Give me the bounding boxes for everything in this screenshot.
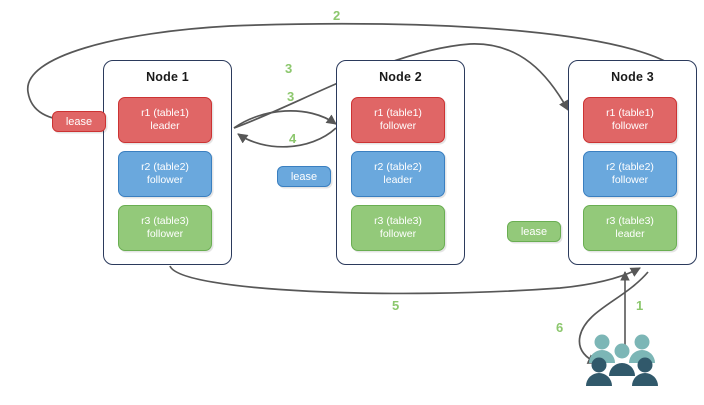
replica-node2-r2[interactable]: r2 (table2) leader bbox=[351, 151, 445, 197]
replica-name: r2 (table2) bbox=[374, 161, 422, 173]
replica-role: follower bbox=[379, 228, 417, 240]
node-title-node2: Node 2 bbox=[379, 70, 422, 84]
replica-name: r3 (table3) bbox=[606, 215, 654, 227]
step-label-3b: 3 bbox=[287, 89, 295, 104]
replica-role: follower bbox=[611, 174, 649, 186]
replica-role: follower bbox=[146, 174, 184, 186]
lease-badge-r3[interactable]: lease bbox=[507, 221, 561, 242]
node-box-node1[interactable]: Node 1 r1 (table1) leader r2 (table2) fo… bbox=[103, 60, 232, 265]
replica-role: follower bbox=[146, 228, 184, 240]
replica-node2-r1[interactable]: r1 (table1) follower bbox=[351, 97, 445, 143]
replica-name: r1 (table1) bbox=[141, 107, 189, 119]
replica-name: r1 (table1) bbox=[606, 107, 654, 119]
node-title-node1: Node 1 bbox=[146, 70, 189, 84]
replica-role: follower bbox=[611, 120, 649, 132]
arrow-step-3b bbox=[233, 110, 337, 129]
replica-role: leader bbox=[150, 120, 180, 132]
replica-node3-r1[interactable]: r1 (table1) follower bbox=[583, 97, 677, 143]
replica-name: r3 (table3) bbox=[374, 215, 422, 227]
replica-name: r3 (table3) bbox=[141, 215, 189, 227]
replica-name: r2 (table2) bbox=[606, 161, 654, 173]
node-box-node2[interactable]: Node 2 r1 (table1) follower r2 (table2) … bbox=[336, 60, 465, 265]
replica-node1-r1[interactable]: r1 (table1) leader bbox=[118, 97, 212, 143]
step-label-4: 4 bbox=[289, 131, 297, 146]
step-label-3a: 3 bbox=[285, 61, 293, 76]
step-label-6: 6 bbox=[556, 320, 564, 335]
step-label-1: 1 bbox=[636, 298, 644, 313]
replica-role: leader bbox=[615, 228, 645, 240]
node-title-node3: Node 3 bbox=[611, 70, 654, 84]
replica-node3-r3[interactable]: r3 (table3) leader bbox=[583, 205, 677, 251]
lease-badge-r2[interactable]: lease bbox=[277, 166, 331, 187]
arrow-step-5 bbox=[169, 265, 641, 295]
step-label-5: 5 bbox=[392, 298, 400, 313]
arrow-step-4 bbox=[237, 127, 337, 148]
replica-node1-r3[interactable]: r3 (table3) follower bbox=[118, 205, 212, 251]
replica-role: leader bbox=[383, 174, 413, 186]
replica-name: r1 (table1) bbox=[374, 107, 422, 119]
replica-role: follower bbox=[379, 120, 417, 132]
node-box-node3[interactable]: Node 3 r1 (table1) follower r2 (table2) … bbox=[568, 60, 697, 265]
step-label-2: 2 bbox=[333, 8, 341, 23]
replica-node2-r3[interactable]: r3 (table3) follower bbox=[351, 205, 445, 251]
replica-node1-r2[interactable]: r2 (table2) follower bbox=[118, 151, 212, 197]
replica-name: r2 (table2) bbox=[141, 161, 189, 173]
users-group-icon bbox=[586, 334, 658, 386]
replica-node3-r2[interactable]: r2 (table2) follower bbox=[583, 151, 677, 197]
lease-badge-r1[interactable]: lease bbox=[52, 111, 106, 132]
